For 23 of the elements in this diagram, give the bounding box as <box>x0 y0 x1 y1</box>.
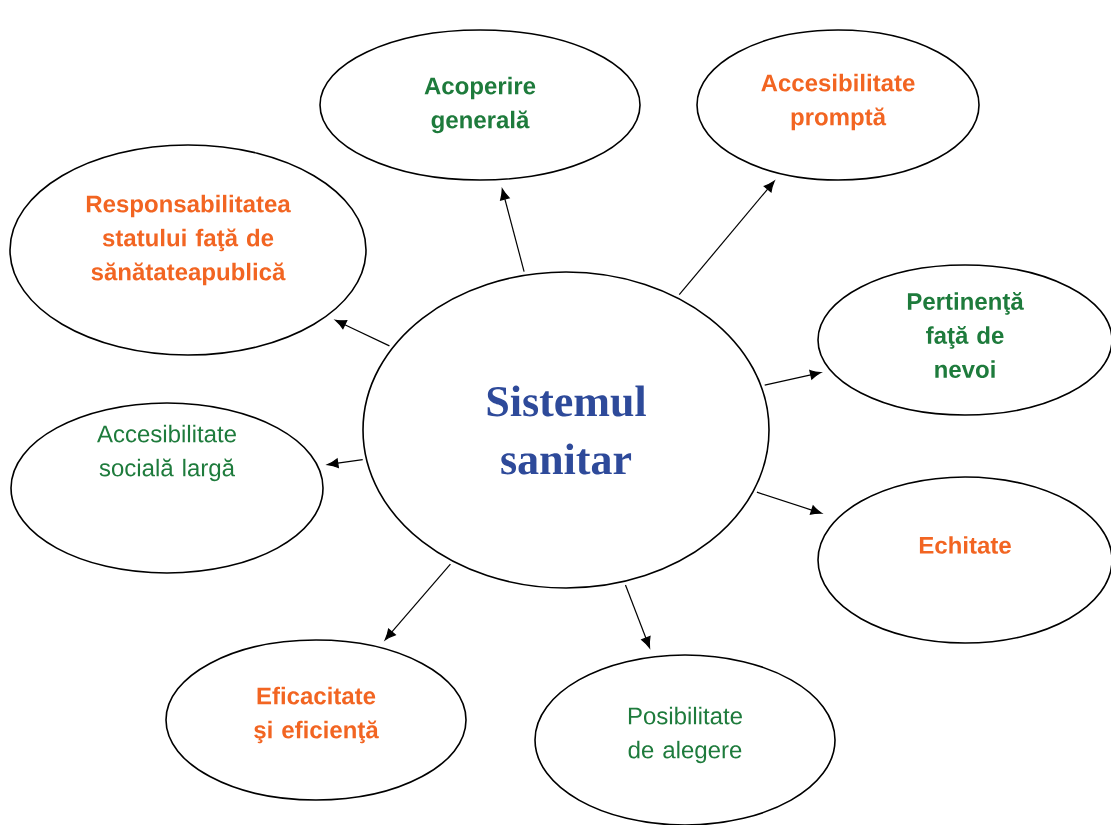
arrow <box>335 319 390 347</box>
arrow <box>678 180 775 296</box>
node-text: Echitate <box>919 536 1011 554</box>
node-text: Responsabilitatea statului faţă de sănătateapublică <box>86 194 291 286</box>
node-text: Sistemul sanitar <box>487 385 646 475</box>
arrow <box>384 563 452 641</box>
node-text: Accesibilitate socială largă <box>97 424 236 482</box>
node-text: Acoperire generală <box>424 76 536 134</box>
arrow <box>327 458 364 469</box>
ellipse-node <box>9 144 367 356</box>
node-text: Accesibilitate promptă <box>761 73 915 131</box>
ellipse-node <box>696 29 980 181</box>
ellipse-node <box>165 639 467 801</box>
node-text: Eficacitate şi eficienţă <box>254 686 379 744</box>
ellipse-node <box>319 29 641 181</box>
arrow <box>624 584 651 649</box>
arrow <box>756 491 823 515</box>
arrow <box>764 369 822 386</box>
node-text: Pertinenţă faţă de nevoi <box>907 292 1024 378</box>
ellipse-node <box>362 271 770 589</box>
node-text: Posibilitate de alegere <box>628 706 742 764</box>
ellipse-node <box>10 402 324 574</box>
arrow <box>500 188 525 273</box>
